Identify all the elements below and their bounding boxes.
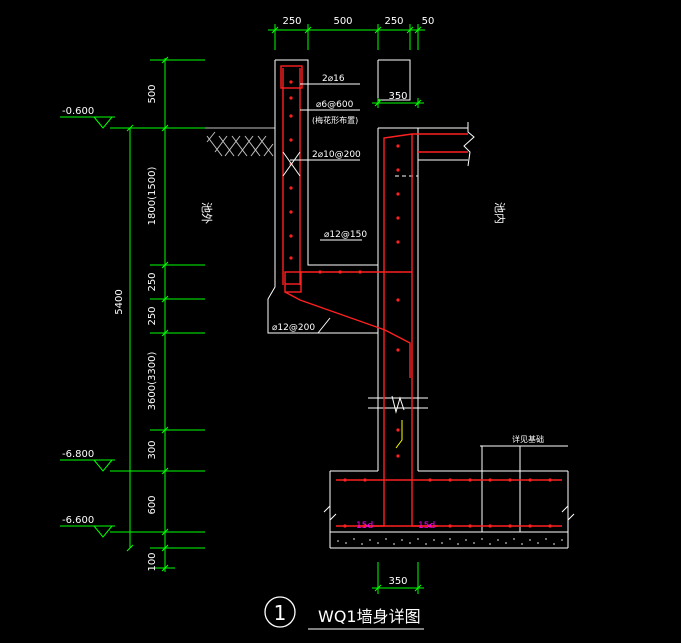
rebar-label-5: ⌀12@150 [324, 230, 367, 240]
dim-350-bottom [372, 562, 424, 594]
rebar-label-2: ⌀6@600 [316, 100, 354, 110]
x-mark [282, 151, 301, 177]
total-dim-5400: 5400 [114, 289, 125, 314]
rebar [280, 65, 562, 527]
left-dim-500: 500 [147, 84, 158, 103]
rebar-label-6: ⌀12@200 [272, 323, 315, 333]
top-dim-3: 250 [384, 16, 403, 27]
level-mid-text: -6.800 [62, 449, 94, 460]
anchor-15d-right: 15d [418, 521, 435, 531]
note-foundation: 详见基础 [512, 434, 544, 444]
rebar-label-1: 2⌀16 [322, 74, 345, 84]
left-dim-600: 600 [147, 495, 158, 514]
soil-hatch [205, 127, 275, 157]
break-symbol [391, 395, 405, 414]
left-dim-100: 100 [147, 552, 158, 571]
top-dim-2: 500 [333, 16, 352, 27]
rebar-label-4: 2⌀10@200 [312, 150, 361, 160]
title-text: WQ1墙身详图 [318, 607, 421, 626]
leader-lines [268, 83, 566, 447]
level-top-text: -0.600 [62, 106, 94, 117]
level-marker-top [60, 116, 115, 129]
level-marker-mid [60, 459, 115, 472]
rebar-dots [289, 80, 552, 528]
left-dim-1800: 1800(1500) [147, 167, 158, 226]
gravel-base [337, 538, 563, 545]
title-circle [264, 596, 296, 628]
dim-350-top-text: 350 [388, 91, 407, 102]
left-dimension-chain [110, 56, 215, 572]
dim-350-bottom-text: 350 [388, 576, 407, 587]
left-dim-300: 300 [147, 440, 158, 459]
wall-outline [267, 59, 575, 549]
top-dim-1: 250 [282, 16, 301, 27]
top-dim-4: 50 [422, 16, 435, 27]
left-dim-250-a: 250 [147, 272, 158, 291]
left-dim-250-b: 250 [147, 306, 158, 325]
left-dim-3600: 3600(3300) [147, 352, 158, 411]
level-marker-bottom [60, 525, 115, 538]
rebar-label-3: (梅花形布置) [312, 115, 358, 125]
top-dimension-chain [268, 24, 425, 50]
label-outside: 池外 [200, 202, 213, 224]
label-inside: 池内 [493, 202, 507, 224]
hook-symbol [395, 420, 403, 449]
level-bottom-text: -6.600 [62, 515, 94, 526]
anchor-15d-left: 15d [356, 521, 373, 531]
dim-350-top [372, 98, 424, 108]
title-number: 1 [274, 601, 287, 625]
